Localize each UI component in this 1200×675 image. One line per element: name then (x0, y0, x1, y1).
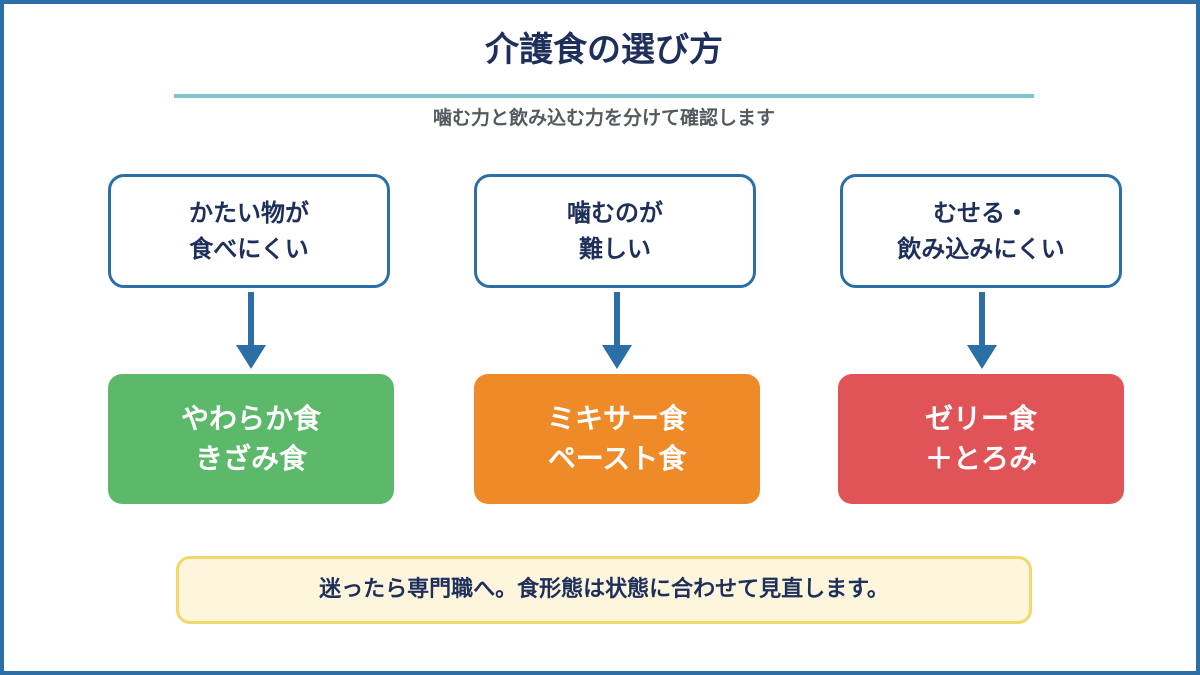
condition-box-swallowing: むせる・ 飲み込みにくい (840, 174, 1122, 288)
down-arrow-icon (967, 292, 997, 370)
advice-note-text: 迷ったら専門職へ。食形態は状態に合わせて見直します。 (319, 577, 889, 602)
diet-box-puree: ミキサー食 ペースト食 (474, 374, 760, 504)
diet-box-soft-food: やわらか食 きざみ食 (108, 374, 394, 504)
condition-box-chewing: 噛むのが 難しい (474, 174, 756, 288)
advice-note: 迷ったら専門職へ。食形態は状態に合わせて見直します。 (176, 556, 1032, 624)
title-divider (174, 94, 1034, 98)
condition-label: むせる・ 飲み込みにくい (897, 199, 1065, 263)
condition-label: かたい物が 食べにくい (189, 199, 309, 263)
diet-label: やわらか食 きざみ食 (180, 402, 321, 475)
diet-label: ゼリー食 ＋とろみ (924, 402, 1037, 475)
down-arrow-icon (602, 292, 632, 370)
down-arrow-icon (236, 292, 266, 370)
condition-label: 噛むのが 難しい (567, 199, 663, 263)
page-subtitle: 噛む力と飲み込む力を分けて確認します (432, 107, 775, 129)
diet-label: ミキサー食 ペースト食 (546, 402, 687, 475)
page-title: 介護食の選び方 (485, 30, 723, 70)
diet-box-jelly: ゼリー食 ＋とろみ (838, 374, 1124, 504)
condition-box-hard-food: かたい物が 食べにくい (108, 174, 390, 288)
